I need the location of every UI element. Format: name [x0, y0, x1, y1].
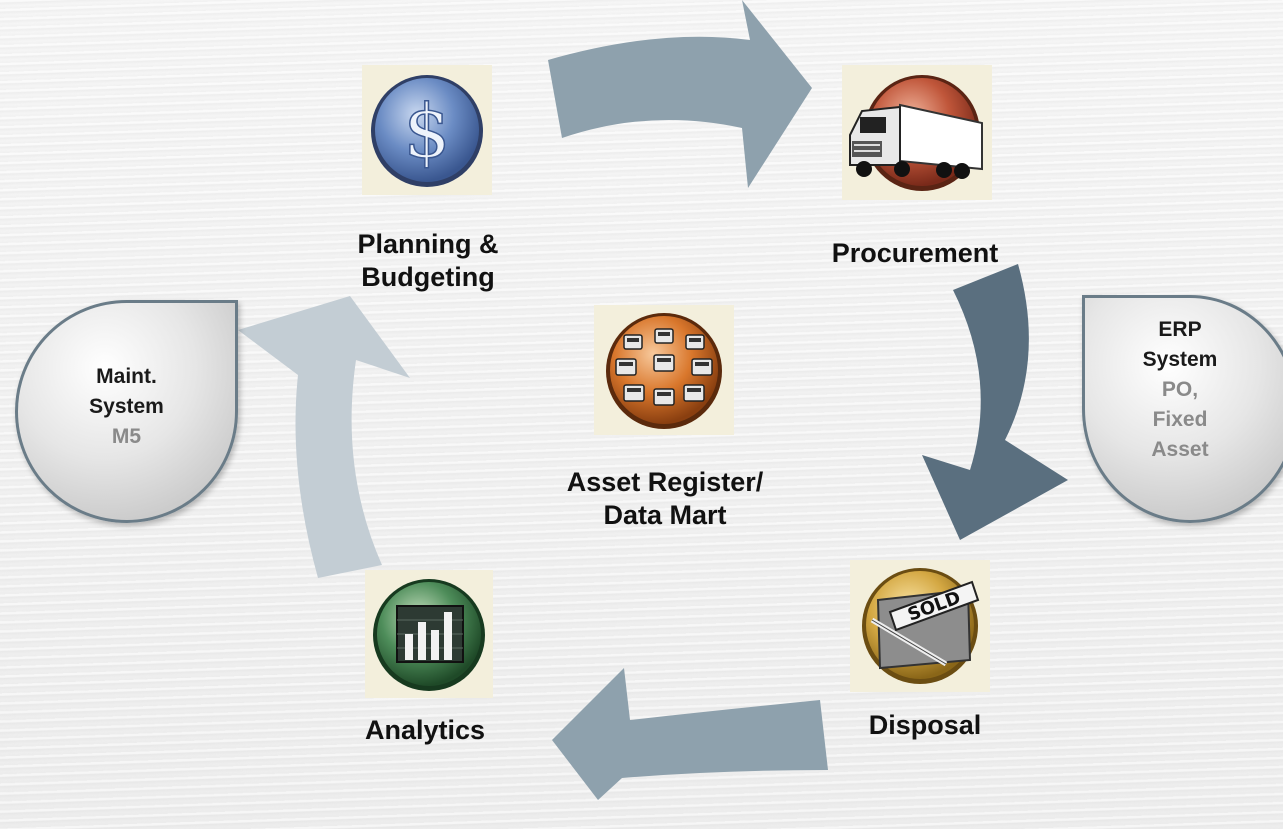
- erp-system-title-line1: ERP: [1158, 318, 1202, 341]
- erp-system-bubble: ERP System PO, Fixed Asset: [1082, 295, 1283, 523]
- procurement-label: Procurement: [831, 238, 999, 268]
- maint-system-name: M5: [111, 425, 142, 448]
- arrow-analytics-to-planning: [238, 296, 410, 578]
- erp-system-detail-line1: PO,: [1161, 378, 1199, 401]
- planning-label: Planning & Budgeting: [357, 229, 499, 292]
- maint-system-title-line1: Maint.: [96, 365, 157, 388]
- arrow-procurement-to-disposal: [922, 264, 1068, 540]
- asset-register-label: Asset Register/ Data Mart: [566, 467, 764, 530]
- svg-text:$: $: [403, 89, 450, 175]
- dollar-icon: $: [371, 75, 483, 187]
- truck-icon: [849, 75, 983, 191]
- sold-sign-icon: SOLD: [862, 568, 980, 684]
- arrow-disposal-to-analytics: [552, 668, 828, 800]
- erp-system-detail-line2: Fixed: [1152, 408, 1208, 431]
- erp-system-detail-line3: Asset: [1151, 438, 1209, 461]
- arrow-planning-to-procurement: [548, 0, 812, 188]
- planning-icon-tile: $: [362, 65, 492, 195]
- analytics-icon-tile: [365, 570, 493, 698]
- analytics-label: Analytics: [364, 715, 486, 745]
- disposal-label: Disposal: [868, 710, 982, 740]
- erp-system-title-line2: System: [1142, 348, 1218, 371]
- procurement-icon-tile: [842, 65, 992, 200]
- vehicle-fleet-icon: [606, 313, 722, 429]
- maint-system-bubble: Maint. System M5: [15, 300, 238, 523]
- asset-register-icon-tile: [594, 305, 734, 435]
- maint-system-title-line2: System: [89, 395, 164, 418]
- disposal-icon-tile: SOLD: [850, 560, 990, 692]
- bar-chart-icon: [373, 579, 485, 691]
